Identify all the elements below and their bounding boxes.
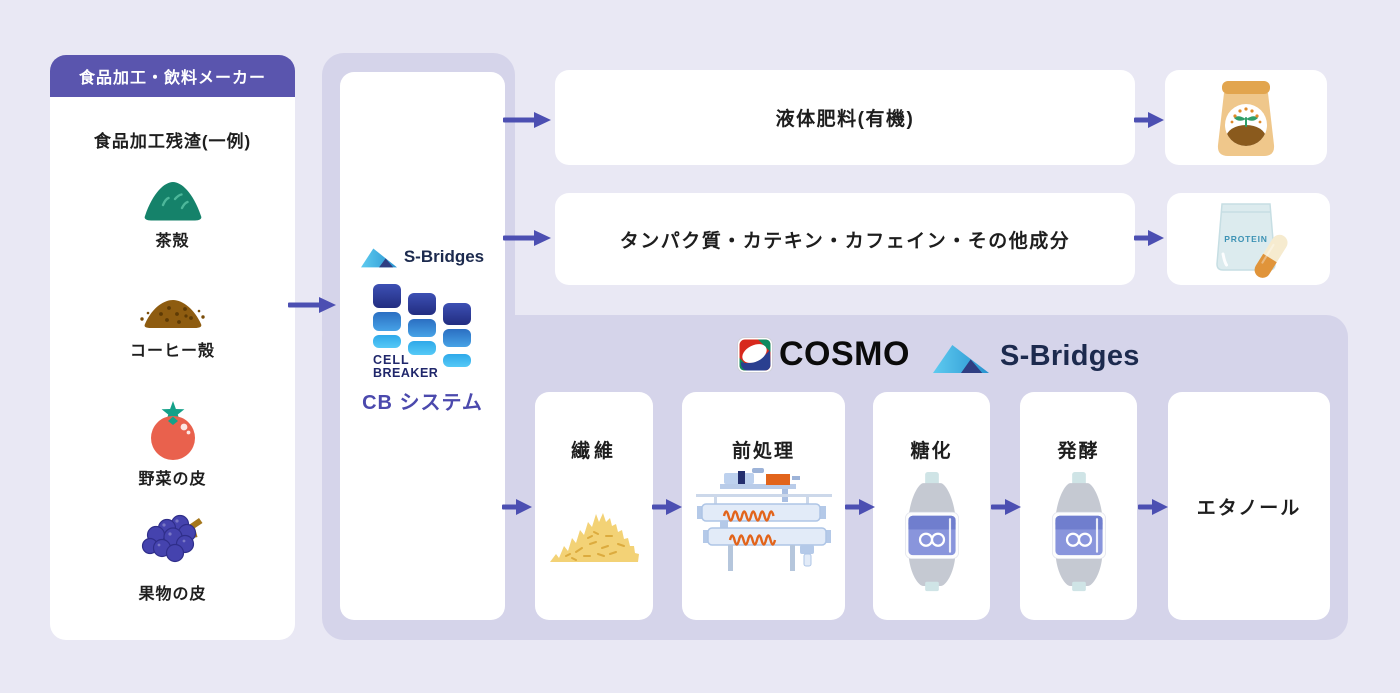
output-label-fertilizer: 液体肥料(有機) bbox=[775, 109, 915, 130]
cosmo-wordmark: COSMO bbox=[779, 335, 910, 373]
arrow-fertilizer-to-icon bbox=[1134, 112, 1164, 128]
saccharification-tank-icon bbox=[894, 472, 970, 592]
step-label-fiber: 繊維 bbox=[570, 441, 617, 462]
arrow-cb-to-fertilizer bbox=[503, 112, 551, 128]
step-label-ethanol: エタノール bbox=[1196, 497, 1302, 519]
sbridges-mountain-icon bbox=[360, 246, 397, 268]
breaker-text: BREAKER bbox=[373, 366, 438, 380]
step-card-fermentation: 発酵 bbox=[1020, 392, 1137, 620]
item-label-coffee: コーヒー殻 bbox=[129, 343, 215, 360]
step-label-pretreatment: 前処理 bbox=[731, 441, 795, 462]
tomato-icon bbox=[144, 400, 202, 462]
step-card-saccharification: 糖化 bbox=[873, 392, 990, 620]
step-card-ethanol: エタノール bbox=[1168, 392, 1330, 620]
cell-text: CELL bbox=[373, 353, 410, 367]
fertilizer-icon-card bbox=[1165, 70, 1327, 165]
sbridges-logo-small: S-Bridges bbox=[340, 246, 505, 268]
tea-leaves-icon bbox=[142, 175, 204, 221]
fertilizer-bag-icon bbox=[1209, 80, 1283, 158]
item-label-tea: 茶殻 bbox=[155, 233, 190, 250]
cb-system-card: S-Bridges bbox=[340, 72, 505, 620]
step-card-fiber: 繊維 bbox=[535, 392, 653, 620]
food-maker-card: 食品加工・飲料メーカー 食品加工残渣(一例) 茶殻 bbox=[50, 55, 295, 640]
cb-system-label: CB システム bbox=[362, 392, 483, 414]
output-label-protein: タンパク質・カテキン・カフェイン・その他成分 bbox=[619, 230, 1071, 252]
arrow-fermentation-to-ethanol bbox=[1138, 499, 1168, 515]
step-card-pretreatment: 前処理 bbox=[682, 392, 845, 620]
protein-icon-card: PROTEIN bbox=[1167, 193, 1330, 285]
arrow-saccharification-to-fermentation bbox=[991, 499, 1021, 515]
item-label-fruit: 果物の皮 bbox=[138, 586, 207, 603]
step-label-saccharification: 糖化 bbox=[910, 441, 953, 462]
residue-subtitle: 食品加工残渣(一例) bbox=[93, 132, 252, 151]
cell-breaker-logo: CELL BREAKER bbox=[373, 284, 471, 380]
protein-pouch-text: PROTEIN bbox=[1224, 234, 1267, 244]
grapes-icon bbox=[140, 510, 206, 570]
food-maker-header-label: 食品加工・飲料メーカー bbox=[78, 70, 266, 87]
sbridges-mountain-icon-large bbox=[933, 342, 989, 373]
sbridges-wordmark-small: S-Bridges bbox=[403, 247, 485, 266]
step-label-fermentation: 発酵 bbox=[1057, 441, 1100, 462]
coffee-grounds-icon bbox=[139, 292, 207, 332]
arrow-pretreatment-to-saccharification bbox=[845, 499, 875, 515]
arrow-maker-to-cb bbox=[288, 297, 336, 313]
arrow-protein-to-icon bbox=[1134, 230, 1164, 246]
arrow-cb-to-fiber bbox=[502, 499, 532, 515]
cosmo-emblem-icon bbox=[737, 337, 773, 373]
fermentation-tank-icon bbox=[1041, 472, 1117, 592]
pretreatment-machine-icon bbox=[694, 468, 834, 576]
arrow-cb-to-protein bbox=[503, 230, 551, 246]
arrow-fiber-to-pretreatment bbox=[652, 499, 682, 515]
fiber-pile-icon bbox=[546, 496, 642, 566]
output-box-protein: タンパク質・カテキン・カフェイン・その他成分 bbox=[555, 193, 1135, 285]
item-label-vegetable: 野菜の皮 bbox=[138, 471, 207, 488]
food-maker-header: 食品加工・飲料メーカー bbox=[50, 55, 295, 97]
sbridges-wordmark-large: S-Bridges bbox=[1000, 340, 1140, 372]
protein-pouch-icon: PROTEIN bbox=[1206, 200, 1292, 280]
output-box-fertilizer: 液体肥料(有機) bbox=[555, 70, 1135, 165]
